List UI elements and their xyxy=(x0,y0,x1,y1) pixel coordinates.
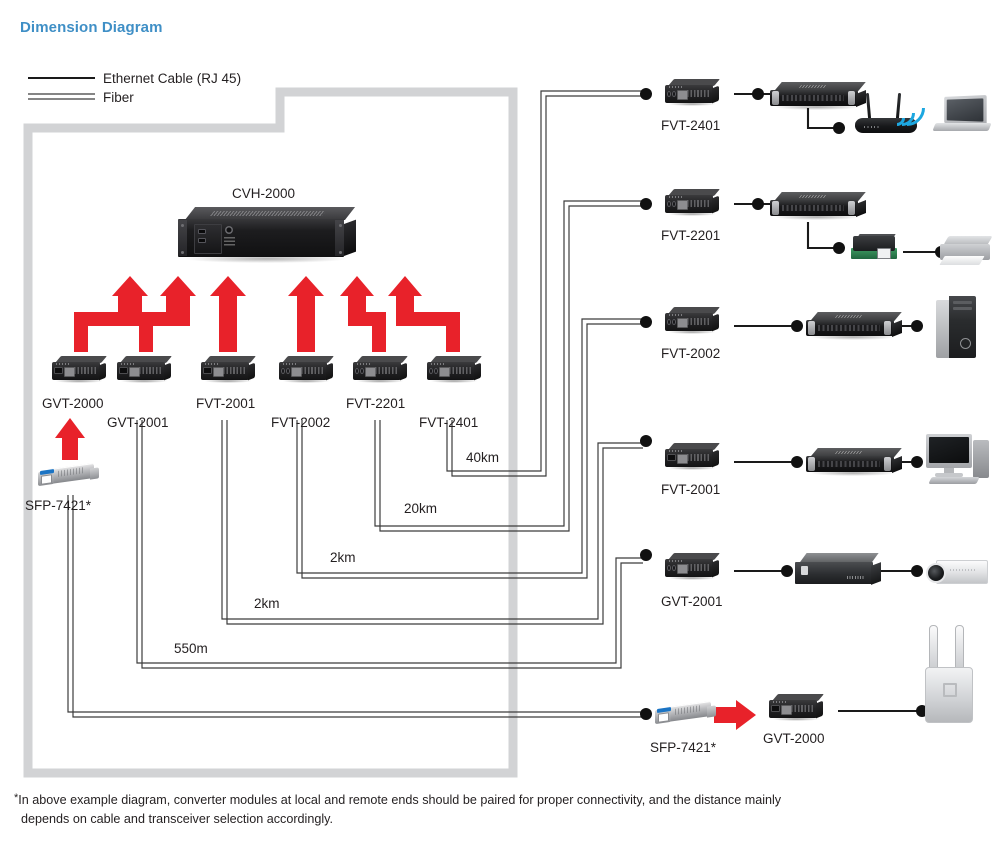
access-point-icon xyxy=(921,625,975,723)
wifi-signal-icon xyxy=(881,82,933,134)
connection-dot xyxy=(640,316,652,328)
network-switch-icon xyxy=(806,448,902,478)
fiber-run-2km-fvt2001 xyxy=(221,420,643,625)
connection-dot xyxy=(640,198,652,210)
local-converter-label-1: GVT-2001 xyxy=(107,415,169,430)
uplink-arrow-3 xyxy=(210,276,246,352)
remote-converter-fvt-2201 xyxy=(665,189,720,216)
remote-converter-label-fvt-2001: FVT-2001 xyxy=(661,482,721,497)
connection-dot xyxy=(911,565,923,577)
local-converter-gvt-2001 xyxy=(117,356,172,383)
distance-label-2km-fvt2002: 2km xyxy=(330,550,356,565)
diagram-boundary-outline xyxy=(23,87,518,778)
remote-converter-label-fvt-2002: FVT-2002 xyxy=(661,346,721,361)
network-switch-icon xyxy=(770,192,866,222)
connection-dot xyxy=(752,198,764,210)
remote-converter-gvt-2000 xyxy=(769,694,824,721)
footnote-line-2: depends on cable and transceiver selecti… xyxy=(21,811,334,826)
desktop-tower-icon xyxy=(936,296,978,360)
uplink-arrow-1 xyxy=(74,276,148,352)
connection-dot xyxy=(640,88,652,100)
connection-dot xyxy=(752,88,764,100)
distance-label-20km: 20km xyxy=(404,501,438,516)
local-converter-fvt-2201 xyxy=(353,356,408,383)
footnote-star: * xyxy=(14,792,19,804)
connection-dot xyxy=(640,435,652,447)
local-converter-label-2: FVT-2001 xyxy=(196,396,256,411)
connection-dot xyxy=(791,456,803,468)
distance-label-550m: 550m xyxy=(174,641,208,656)
local-converter-fvt-2002 xyxy=(279,356,334,383)
printer-icon xyxy=(939,236,996,270)
sfp-insert-arrow-local xyxy=(55,418,85,460)
rack-chassis-icon xyxy=(178,207,356,263)
ip-camera-icon xyxy=(926,558,988,586)
fiber-run-40km xyxy=(446,90,643,477)
legend-ethernet-label: Ethernet Cable (RJ 45) xyxy=(103,71,242,86)
desktop-pc-icon xyxy=(926,434,1000,488)
remote-sfp-transceiver-icon xyxy=(655,700,717,726)
distance-label-40km: 40km xyxy=(466,450,500,465)
connection-dot xyxy=(640,708,652,720)
remote-converter-fvt-2401 xyxy=(665,79,720,106)
connection-dot xyxy=(911,320,923,332)
page-title: Dimension Diagram xyxy=(20,19,163,36)
footnote: *In above example diagram, converter mod… xyxy=(14,791,974,828)
local-converter-label-4: FVT-2201 xyxy=(346,396,406,411)
local-sfp-label: SFP-7421* xyxy=(25,498,92,513)
uplink-arrow-4 xyxy=(288,276,324,352)
fiber-run-2km-fvt2002 xyxy=(296,318,643,579)
remote-converter-label-fvt-2401: FVT-2401 xyxy=(661,118,721,133)
legend-fiber-line-icon xyxy=(28,93,95,100)
laptop-icon xyxy=(932,94,992,136)
sfp-insert-arrow-remote xyxy=(714,700,756,730)
connection-dot xyxy=(781,565,793,577)
wireless-router-icon xyxy=(855,92,917,137)
remote-converter-label-fvt-2201: FVT-2201 xyxy=(661,228,721,243)
local-converter-label-0: GVT-2000 xyxy=(42,396,104,411)
remote-converter-fvt-2002 xyxy=(665,307,720,334)
legend-fiber-label: Fiber xyxy=(103,90,134,105)
uplink-arrow-2 xyxy=(139,276,196,352)
fiber-run-sfp xyxy=(67,495,643,718)
network-switch-icon xyxy=(770,82,866,112)
uplink-arrow-6 xyxy=(388,276,460,352)
remote-converter-label-gvt-2001: GVT-2001 xyxy=(661,594,723,609)
poe-splitter-icon xyxy=(851,234,901,262)
remote-converter-fvt-2001 xyxy=(665,443,720,470)
fiber-run-550m xyxy=(136,420,643,669)
connection-dot xyxy=(640,549,652,561)
connection-dot xyxy=(833,242,845,254)
chassis-label: CVH-2000 xyxy=(232,186,296,201)
network-switch-icon xyxy=(806,312,902,342)
nvr-icon xyxy=(795,553,881,587)
local-converter-fvt-2401 xyxy=(427,356,482,383)
local-converter-gvt-2000 xyxy=(52,356,107,383)
fiber-run-20km xyxy=(374,200,643,532)
remote-sfp-label: SFP-7421* xyxy=(650,740,717,755)
local-converter-fvt-2001 xyxy=(201,356,256,383)
footnote-line-1: In above example diagram, converter modu… xyxy=(18,793,782,807)
connection-dot xyxy=(791,320,803,332)
local-sfp-transceiver-icon xyxy=(38,462,100,488)
local-converter-label-3: FVT-2002 xyxy=(271,415,331,430)
connection-dot xyxy=(911,456,923,468)
uplink-arrow-5 xyxy=(340,276,386,352)
remote-converter-label-gvt-2000: GVT-2000 xyxy=(763,731,825,746)
local-converter-label-5: FVT-2401 xyxy=(419,415,479,430)
connection-dot xyxy=(833,122,845,134)
remote-converter-gvt-2001 xyxy=(665,553,720,580)
distance-label-2km-fvt2001: 2km xyxy=(254,596,280,611)
